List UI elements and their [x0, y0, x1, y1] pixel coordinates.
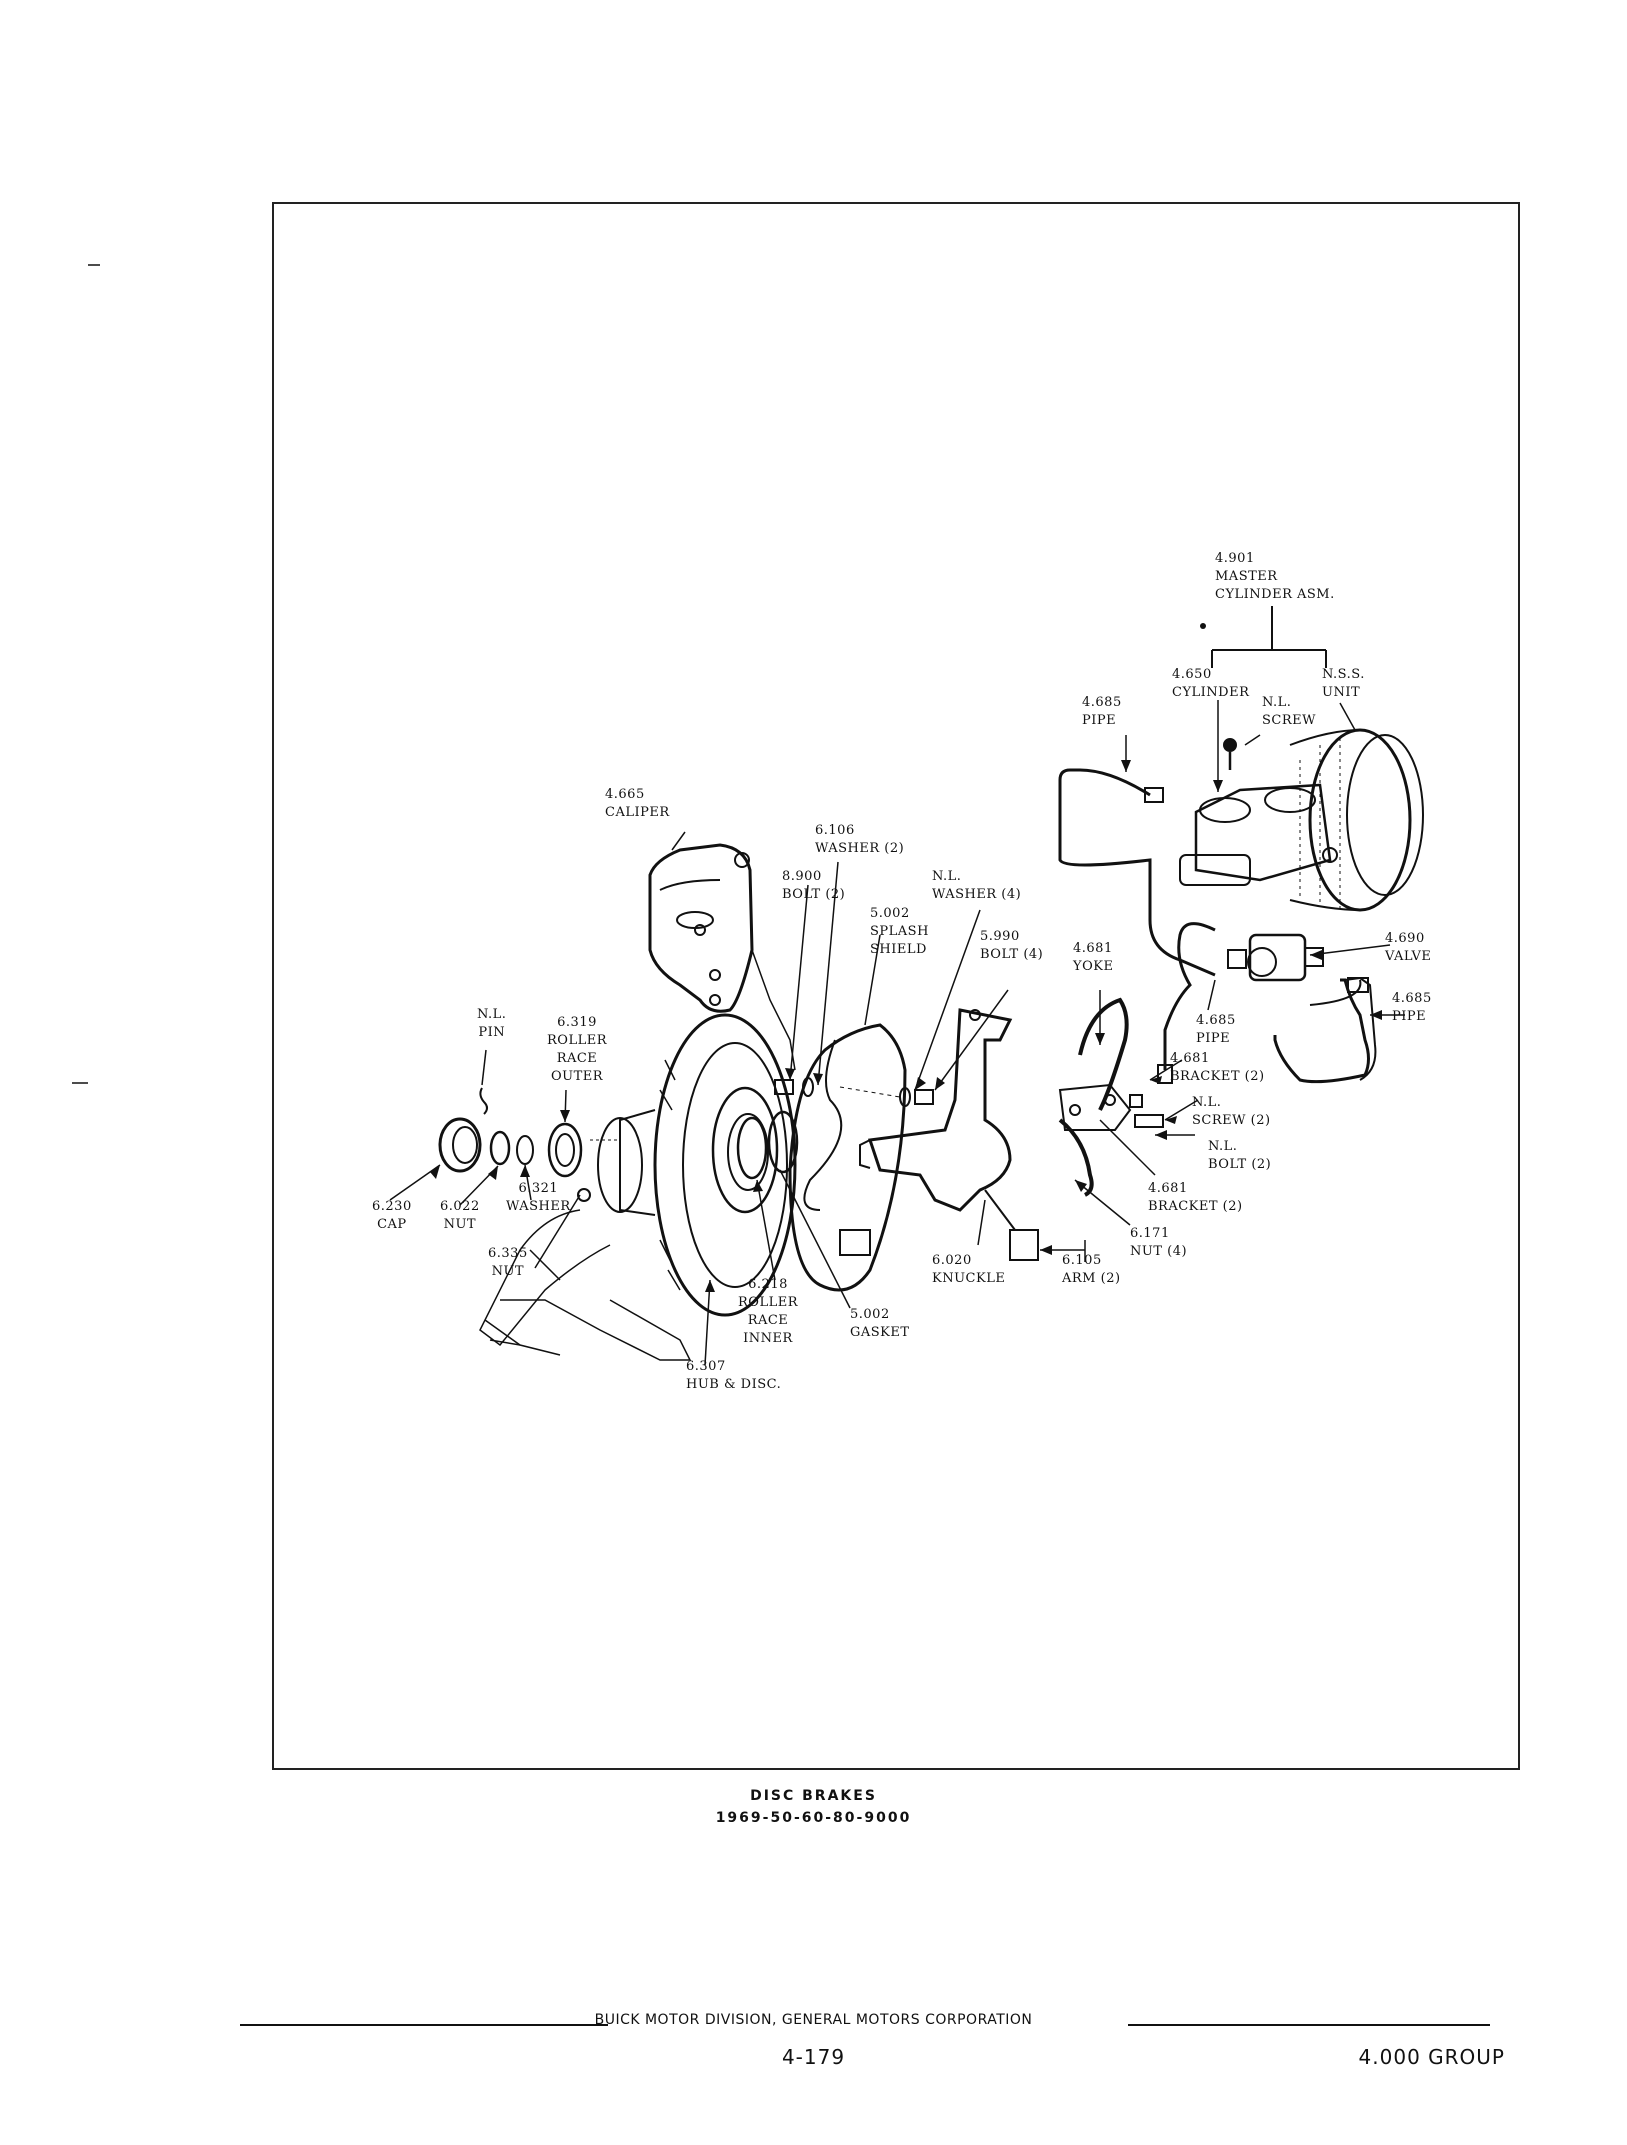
hub-and-disc [597, 1013, 797, 1317]
leader-lines [389, 700, 1405, 1366]
label-nut-335: 6.335 NUT [488, 1246, 528, 1279]
yoke [1058, 997, 1164, 1197]
label-hub-and-disc: 6.307 HUB & DISC. [686, 1359, 782, 1392]
footer-page-number: 4-179 [781, 2045, 846, 2069]
label-washer-321: 6.321 WASHER [506, 1181, 571, 1214]
label-gasket: 5.002 GASKET [850, 1307, 910, 1340]
label-bracket-2b: 4.681 BRACKET (2) [1148, 1181, 1243, 1214]
label-nl-bolt-2: N.L. BOLT (2) [1208, 1139, 1272, 1172]
caliper [648, 843, 796, 1071]
pipe-mid [1163, 922, 1216, 1070]
figure-frame [272, 202, 1520, 1770]
label-bracket-2a: 4.681 BRACKET (2) [1170, 1051, 1265, 1084]
label-nl-pin: N.L. PIN [477, 1007, 507, 1040]
label-washer-2: 6.106 WASHER (2) [815, 823, 905, 856]
splash-shield [788, 1023, 907, 1292]
label-pipe-right: 4.685 PIPE [1392, 991, 1432, 1024]
label-nss-unit: N.S.S. UNIT [1322, 667, 1365, 700]
label-nl-washer-4: N.L. WASHER (4) [932, 869, 1022, 902]
label-splash-shield: 5.002 SPLASH SHIELD [870, 906, 929, 957]
label-nut-022: 6.022 NUT [440, 1199, 480, 1232]
label-bolt-2: 8.900 BOLT (2) [782, 869, 846, 902]
footer-rule-left [240, 2024, 608, 2026]
label-roller-race-inner: 6.218 ROLLER RACE INNER [738, 1277, 798, 1346]
label-caliper: 4.665 CALIPER [605, 787, 670, 820]
footer-rule-right [1128, 2024, 1490, 2026]
label-master-cylinder-asm: 4.901 MASTER CYLINDER ASM. [1215, 551, 1335, 602]
label-nl-screw-2: N.L. SCREW (2) [1192, 1095, 1271, 1128]
label-cylinder: 4.650 CYLINDER [1172, 667, 1250, 700]
brake-booster [1289, 728, 1424, 912]
arrowheads [430, 760, 1382, 1292]
label-bolt-4: 5.990 BOLT (4) [980, 929, 1044, 962]
pipe-right [1273, 978, 1370, 1084]
knuckle [859, 1008, 1039, 1261]
label-nut-4: 6.171 NUT (4) [1130, 1226, 1188, 1259]
suspension-arm [479, 1209, 692, 1361]
label-nl-screw: N.L. SCREW [1262, 695, 1316, 728]
label-knuckle: 6.020 KNUCKLE [932, 1253, 1006, 1286]
outer-bearing-stack [438, 1087, 620, 1178]
footer-division: BUICK MOTOR DIVISION, GENERAL MOTORS COR… [594, 2012, 1033, 2028]
gasket [767, 1110, 799, 1174]
roller-race-inner [736, 1116, 768, 1180]
label-pipe-top: 4.685 PIPE [1082, 695, 1122, 728]
bolt-washer-cluster [774, 1077, 934, 1107]
label-valve: 4.690 VALVE [1385, 931, 1432, 964]
figure-caption-models: 1969-50-60-80-9000 [715, 1810, 912, 1826]
master-cylinder [1179, 738, 1338, 886]
pipe-upper [1058, 768, 1216, 977]
label-roller-race-outer: 6.319 ROLLER RACE OUTER [547, 1015, 607, 1084]
label-yoke: 4.681 YOKE [1073, 941, 1114, 974]
figure-caption-title: DISC BRAKES [750, 1788, 877, 1804]
label-pipe-mid: 4.685 PIPE [1196, 1013, 1236, 1046]
valve [1227, 933, 1324, 982]
master-cylinder-bracket [1211, 606, 1327, 668]
footer-group: 4.000 GROUP [1358, 2045, 1505, 2069]
label-arm-2: 6.105 ARM (2) [1062, 1253, 1121, 1286]
label-cap: 6.230 CAP [372, 1199, 412, 1232]
